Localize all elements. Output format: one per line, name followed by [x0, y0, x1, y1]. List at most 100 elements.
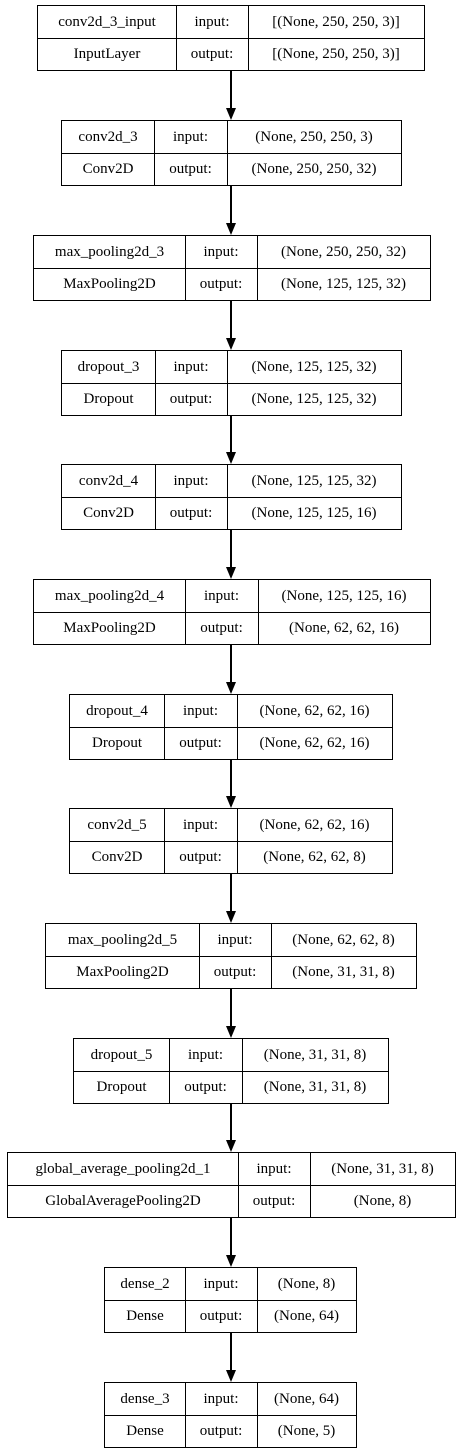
input-shape: (None, 125, 125, 32) [251, 358, 377, 375]
input-label: input: [203, 1390, 239, 1407]
connector-line [230, 416, 232, 452]
row-divider [70, 727, 392, 728]
output-label: output: [184, 1079, 227, 1095]
row-divider [46, 956, 416, 957]
input-label: input: [203, 1275, 239, 1292]
output-shape: (None, 62, 62, 8) [263, 849, 366, 865]
connector-line [230, 71, 232, 108]
output-shape: (None, 125, 125, 16) [251, 505, 377, 521]
layer-type: MaxPooling2D [63, 276, 156, 292]
arrow-head-icon [226, 911, 236, 923]
column-divider [169, 1039, 170, 1103]
row-divider [34, 268, 430, 269]
input-shape: (None, 64) [274, 1390, 339, 1407]
row-divider [105, 1300, 356, 1301]
column-divider [238, 1153, 239, 1217]
column-divider [258, 580, 259, 644]
row-divider [62, 383, 401, 384]
layer-name: dropout_3 [77, 358, 140, 375]
connector-line [230, 874, 232, 911]
input-label: input: [182, 702, 218, 719]
layer-name: dense_2 [120, 1275, 170, 1292]
connector-line [230, 645, 232, 682]
layer-name: max_pooling2d_3 [54, 243, 165, 260]
input-label: input: [172, 128, 208, 145]
layer-type: InputLayer [73, 46, 141, 62]
output-label: output: [179, 735, 222, 751]
layer-name: conv2d_4 [78, 472, 139, 489]
layer-type: Dropout [96, 1079, 147, 1095]
output-label: output: [169, 161, 212, 177]
connector-line [230, 989, 232, 1026]
arrow-head-icon [226, 567, 236, 579]
layer-name: max_pooling2d_5 [67, 931, 178, 948]
input-shape: (None, 62, 62, 8) [292, 931, 395, 948]
input-shape: (None, 31, 31, 8) [331, 1160, 434, 1177]
layer-type: GlobalAveragePooling2D [45, 1193, 201, 1209]
output-shape: (None, 31, 31, 8) [263, 1079, 367, 1095]
connector-line [230, 530, 232, 567]
input-label: input: [203, 243, 239, 260]
row-divider [74, 1071, 388, 1072]
output-label: output: [169, 391, 213, 407]
arrow-head-icon [226, 1140, 236, 1152]
arrow-head-icon [226, 338, 236, 350]
column-divider [248, 6, 249, 70]
layer-type: Conv2D [83, 505, 134, 521]
layer-name: dense_3 [120, 1390, 170, 1407]
column-divider [257, 1383, 258, 1447]
output-shape: (None, 125, 125, 32) [281, 276, 406, 292]
connector-line [230, 1218, 232, 1255]
output-shape: (None, 64) [274, 1308, 339, 1324]
output-shape: (None, 5) [277, 1423, 336, 1439]
connector-line [230, 1104, 232, 1140]
layer-name: max_pooling2d_4 [54, 587, 165, 604]
connector-line [230, 186, 232, 223]
layer-type: MaxPooling2D [76, 964, 169, 980]
connector-line [230, 301, 232, 338]
arrow-head-icon [226, 108, 236, 120]
arrow-head-icon [226, 796, 236, 808]
column-divider [185, 1268, 186, 1332]
layer-name: global_average_pooling2d_1 [35, 1160, 211, 1177]
input-shape: [(None, 250, 250, 3)] [272, 13, 400, 30]
output-label: output: [169, 505, 213, 521]
input-shape: (None, 125, 125, 32) [251, 472, 377, 489]
row-divider [38, 38, 424, 39]
layer-type: Conv2D [82, 161, 134, 177]
output-shape: (None, 250, 250, 32) [251, 161, 377, 177]
connector-line [230, 1333, 232, 1370]
column-divider [237, 809, 238, 873]
column-divider [164, 809, 165, 873]
input-shape: (None, 250, 250, 3) [255, 128, 373, 145]
input-shape: (None, 125, 125, 16) [281, 587, 407, 604]
arrow-head-icon [226, 452, 236, 464]
layer-type: Dense [126, 1308, 164, 1324]
output-label: output: [252, 1193, 296, 1209]
layer-name: dropout_4 [86, 702, 148, 719]
column-divider [185, 236, 186, 300]
output-shape: (None, 62, 62, 16) [289, 620, 399, 636]
input-label: input: [217, 931, 253, 948]
arrow-head-icon [226, 682, 236, 694]
column-divider [155, 465, 156, 529]
layer-type: Dropout [83, 391, 134, 407]
column-divider [227, 465, 228, 529]
output-label: output: [190, 46, 234, 62]
row-divider [8, 1185, 455, 1186]
output-shape: (None, 62, 62, 16) [259, 735, 370, 751]
row-divider [62, 153, 401, 154]
column-divider [176, 6, 177, 70]
row-divider [70, 841, 392, 842]
row-divider [34, 612, 430, 613]
column-divider [310, 1153, 311, 1217]
